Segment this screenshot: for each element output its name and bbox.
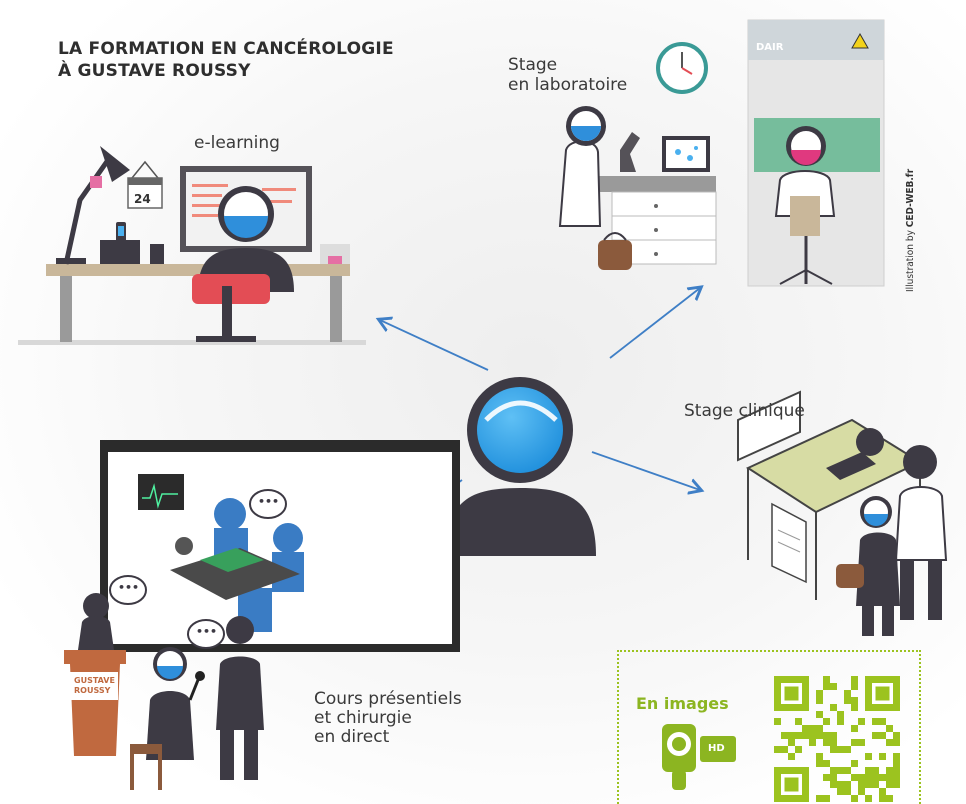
qr-code — [774, 676, 900, 802]
podium-logo-line-2: ROUSSY — [74, 686, 111, 695]
podium-logo-line-1: GUSTAVE — [74, 676, 115, 685]
illustration-credit: Illustration by CED-WEB.fr — [905, 152, 916, 292]
credit-prefix: Illustration by — [905, 230, 916, 292]
courses-label-line-1: Cours présentiels — [314, 689, 462, 709]
qr-frame — [617, 650, 921, 804]
clinic-label: Stage clinique — [684, 401, 805, 421]
arrow-to-clinic — [591, 451, 700, 490]
speech-bubble-lecturer: ••• — [118, 581, 140, 594]
central-student-figure — [446, 377, 596, 556]
title-line-1: LA FORMATION EN CANCÉROLOGIE — [58, 39, 394, 59]
hood-label: DAIR — [756, 42, 784, 53]
lab-label-line-2: en laboratoire — [508, 75, 628, 95]
courses-label-line-3: en direct — [314, 727, 390, 747]
calendar-date: 24 — [134, 192, 151, 206]
credit-name: CED-WEB.fr — [905, 168, 916, 228]
camera-badge: HD — [708, 743, 725, 754]
arrow-to-lab — [609, 288, 700, 359]
lab-label-line-1: Stage — [508, 55, 558, 75]
courses-scene — [64, 440, 460, 790]
elearning-label: e-learning — [194, 133, 280, 153]
speech-bubble-student: ••• — [196, 625, 218, 638]
title-line-2: À GUSTAVE ROUSSY — [58, 61, 251, 81]
microphone-icon — [195, 671, 205, 681]
lab-scene — [558, 19, 885, 287]
camera-icon — [662, 724, 736, 790]
elearning-scene — [18, 146, 366, 345]
clinic-scene — [737, 390, 948, 636]
podium-logo-text: GUSTAVE ROUSSY — [74, 676, 115, 696]
bag-icon — [598, 240, 632, 270]
courses-label-line-2: et chirurgie — [314, 708, 412, 728]
page-title: LA FORMATION EN CANCÉROLOGIE À GUSTAVE R… — [58, 38, 394, 82]
arrow-to-elearning — [380, 320, 489, 371]
radiation-warning-icon — [851, 32, 869, 49]
qr-heading: En images — [636, 694, 729, 713]
speech-bubble-surgeon: ••• — [258, 495, 280, 508]
microscope-icon — [620, 132, 640, 172]
